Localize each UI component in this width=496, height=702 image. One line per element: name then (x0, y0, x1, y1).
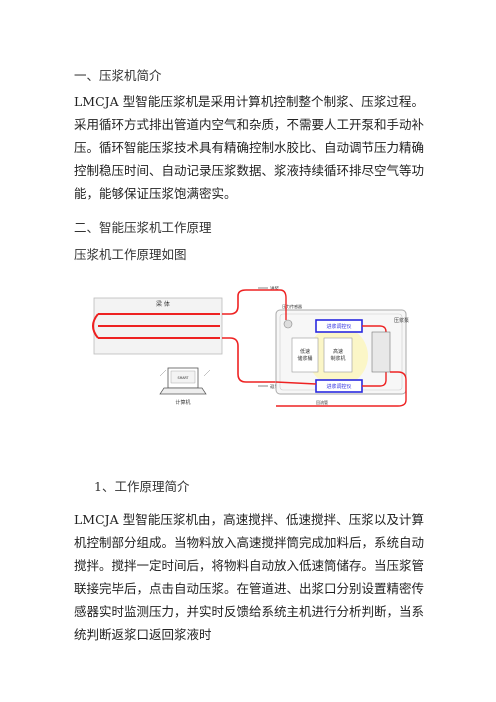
laptop-base (159, 387, 207, 395)
section3-heading: 1、工作原理简介 (94, 479, 190, 494)
return-label: 返浆 (270, 383, 279, 390)
return-pipe (222, 337, 276, 383)
pump-unit (371, 331, 391, 373)
bottom-control-label: 进浆调控仪 (326, 383, 351, 390)
section1-heading: 一、压浆机简介 (74, 68, 162, 83)
section2-subheading: 压浆机工作原理如图 (74, 247, 187, 262)
return-pipe-label: 回流管 (316, 399, 328, 405)
sensor-label: 压力传感器 (282, 303, 302, 309)
svg-text:制浆机: 制浆机 (330, 355, 345, 362)
high-speed-mixer (323, 337, 353, 373)
section2-heading: 二、智能压浆机工作原理 (74, 220, 212, 235)
return-loop (276, 371, 407, 407)
pump-label: 压浆泵 (394, 317, 409, 324)
duct-end-left (92, 313, 99, 339)
section3-paragraph: LMCJA 型智能压浆机由，高速搅拌、低速搅拌、压浆以及计算机控制部分组成。当物… (74, 512, 425, 642)
section1-paragraph: LMCJA 型智能压浆机是采用计算机控制整个制浆、压浆过程。采用循环方式排出管道… (74, 94, 425, 201)
screen-label: SMART (178, 376, 189, 380)
low-speed-tank (291, 337, 319, 373)
principle-diagram: 梁 体 进浆 返浆 压力传感器 低速 储浆桶 高速 制浆机 进浆调控仪 进浆调控… (92, 285, 409, 407)
inlet-label: 进浆 (270, 285, 279, 292)
top-control-label: 进浆调控仪 (326, 323, 351, 330)
beam-label: 梁 体 (156, 300, 170, 308)
svg-text:储浆桶: 储浆桶 (297, 355, 312, 362)
pressure-sensor (283, 319, 293, 329)
computer-label: 计算机 (175, 399, 190, 406)
high-speed-mixer-label: 高速 (333, 348, 343, 355)
inlet-pipe (222, 289, 270, 315)
low-speed-tank-label: 低速 (300, 348, 310, 355)
